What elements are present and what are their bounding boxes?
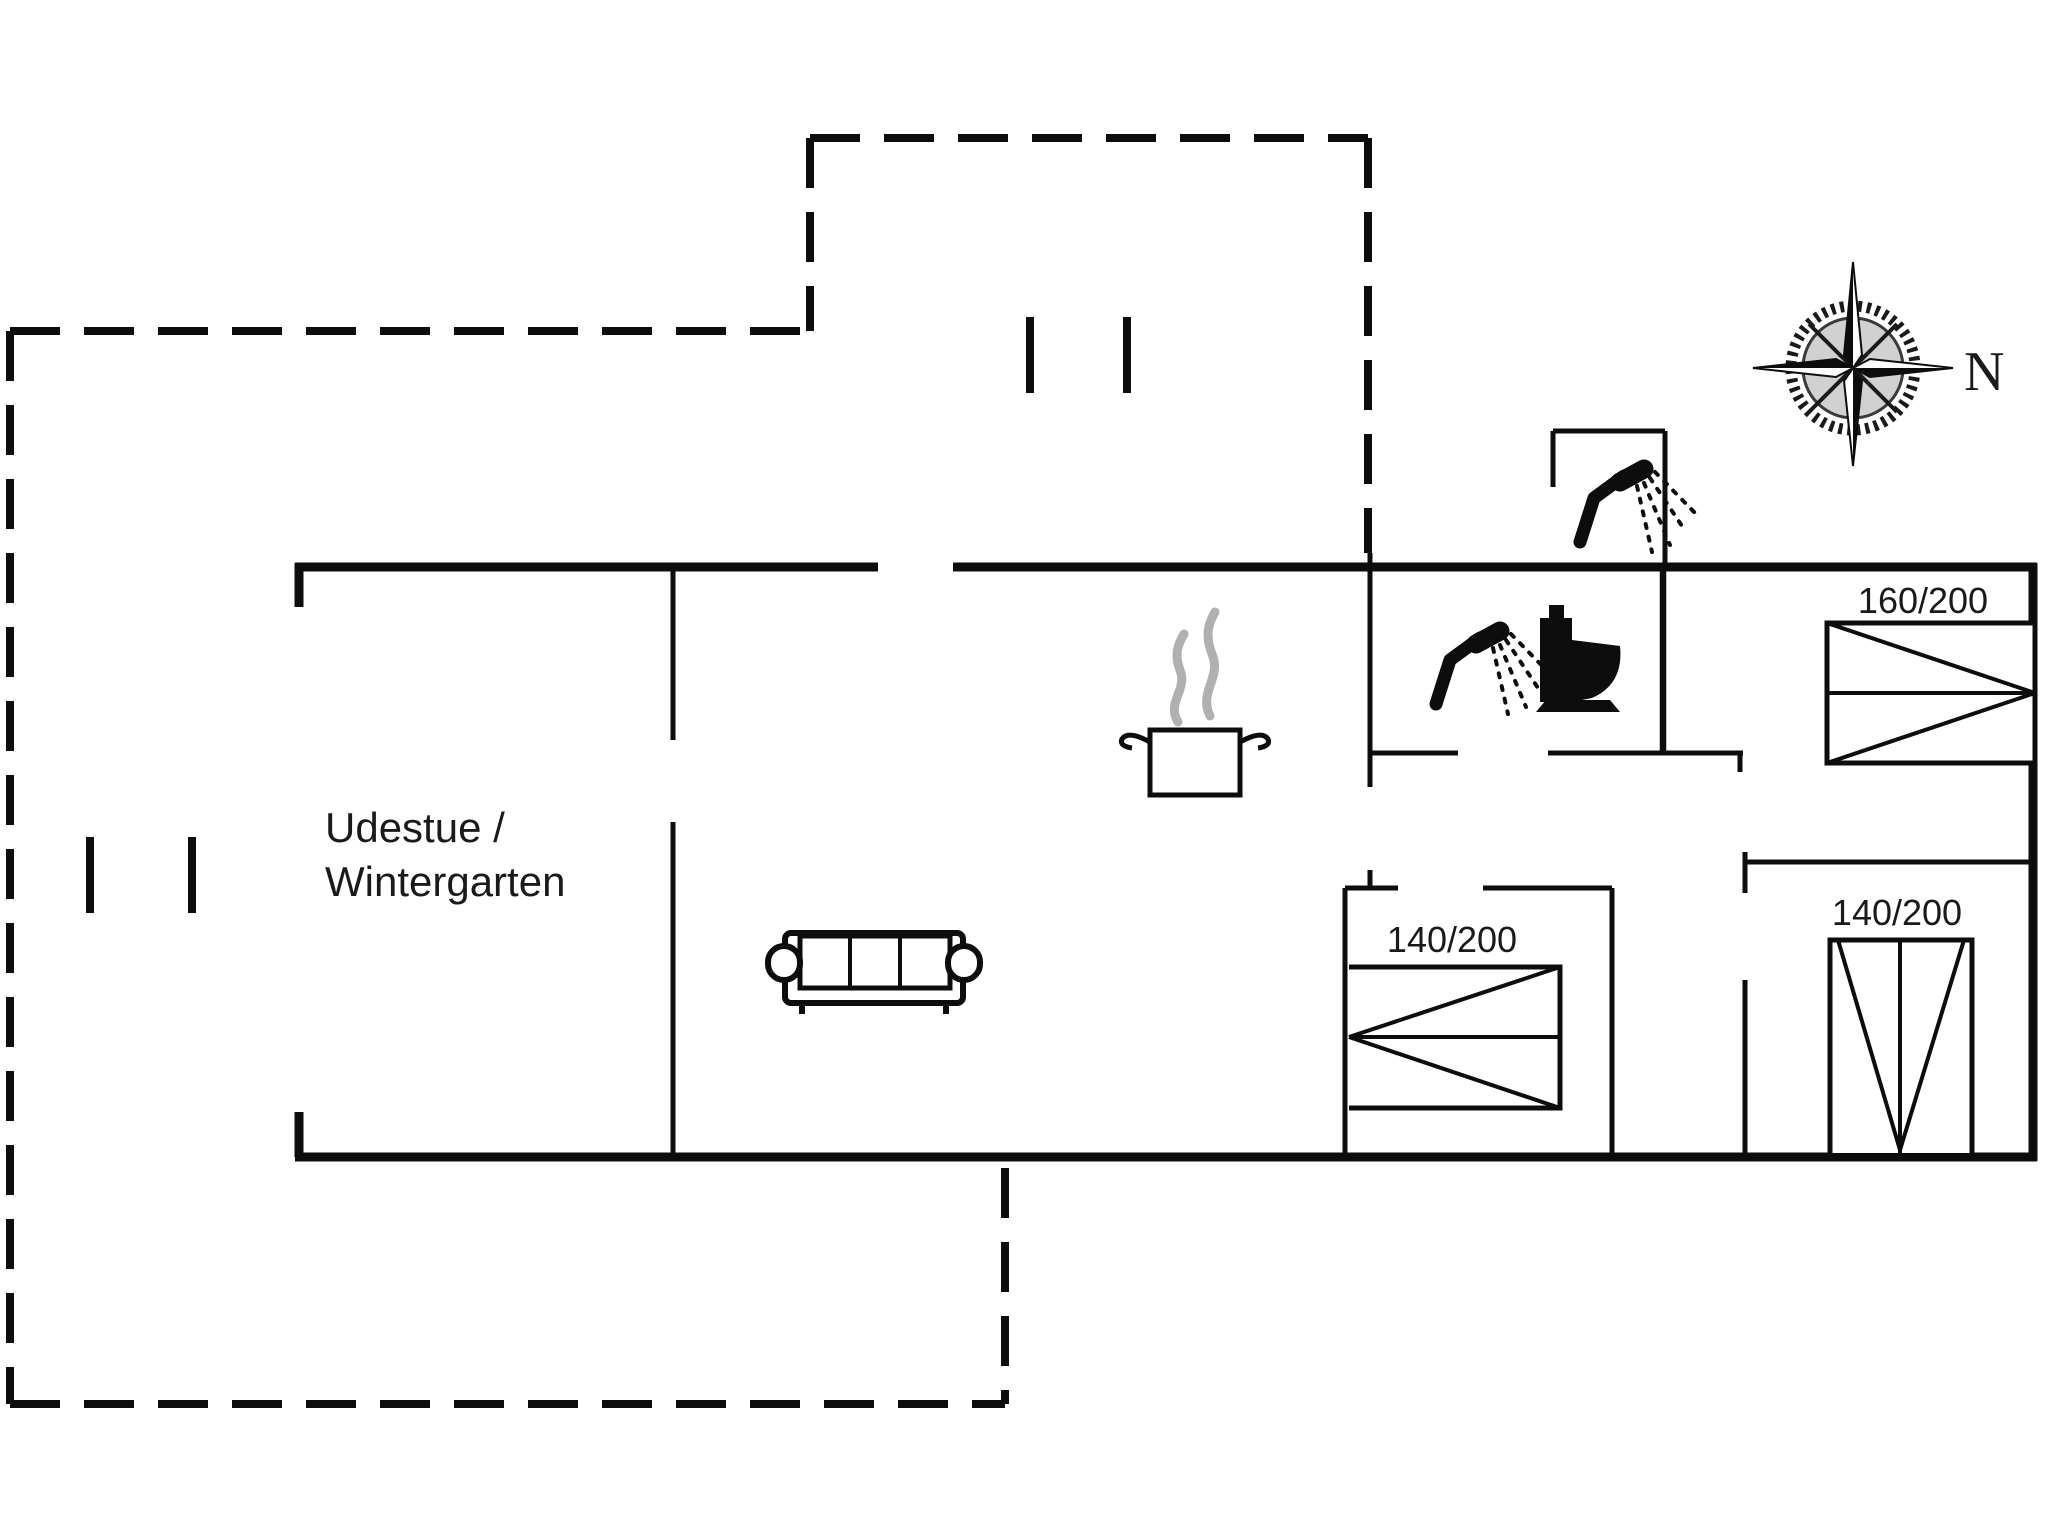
bed-size-label: 160/200 bbox=[1858, 580, 1988, 621]
bed-diagonal bbox=[1836, 939, 1902, 1151]
toilet-icon bbox=[1536, 605, 1621, 712]
shower-spray bbox=[1504, 638, 1544, 696]
toilet-tank-cap bbox=[1549, 605, 1564, 618]
bed-diagonal bbox=[1348, 965, 1561, 1039]
toilet-bowl bbox=[1572, 640, 1621, 702]
shower-icon bbox=[1429, 621, 1555, 716]
sofa-armrest bbox=[765, 943, 803, 983]
bedroom-bottom-right: 140/200 bbox=[1827, 892, 1975, 1153]
shower-head bbox=[1610, 459, 1654, 492]
bed-size-label: 140/200 bbox=[1832, 892, 1962, 933]
compass-rose: N bbox=[1752, 261, 2004, 467]
sofa bbox=[765, 930, 983, 1014]
bed-diagonal bbox=[1348, 1035, 1561, 1110]
terrace-outline bbox=[6, 134, 1372, 1408]
sofa-back-cushions bbox=[797, 933, 953, 991]
shower-icon bbox=[1573, 459, 1699, 554]
opening-ticks bbox=[86, 317, 1131, 913]
steam-wisp bbox=[1169, 629, 1189, 727]
sunroom-label-line1: Udestue / bbox=[325, 804, 505, 851]
steam-wisp bbox=[1202, 607, 1220, 721]
shower-spray bbox=[1498, 643, 1528, 709]
compass-north-spike bbox=[1842, 261, 1864, 370]
compass-north-label: N bbox=[1964, 341, 2004, 403]
shower-spray bbox=[1491, 646, 1510, 716]
sunroom: Udestue / Wintergarten bbox=[325, 804, 565, 905]
compass-south-spike bbox=[1842, 366, 1864, 467]
pot-body bbox=[1147, 727, 1243, 798]
bedroom-top-right: 160/200 bbox=[1824, 580, 2038, 766]
shower-spray bbox=[1653, 470, 1699, 517]
sofa-armrest bbox=[945, 943, 983, 983]
shower-spray bbox=[1635, 484, 1654, 554]
steam-icon bbox=[1169, 607, 1220, 727]
double-bed-symbol bbox=[1348, 964, 1563, 1111]
shower-head bbox=[1466, 621, 1510, 654]
cooking-pot-icon bbox=[1119, 727, 1271, 798]
shower-spray bbox=[1642, 481, 1672, 547]
kitchen bbox=[1119, 607, 1271, 798]
pot-handle bbox=[1119, 732, 1152, 751]
compass-east-spike bbox=[1850, 357, 1954, 379]
toilet-base bbox=[1536, 700, 1620, 712]
toilet-tank bbox=[1540, 618, 1572, 702]
bed-diagonal bbox=[1898, 939, 1966, 1151]
interior-walls bbox=[670, 428, 2033, 1157]
bedroom-middle: 140/200 bbox=[1348, 919, 1563, 1111]
bathroom bbox=[1429, 605, 1621, 716]
double-bed-symbol bbox=[1824, 620, 2038, 766]
double-bed-symbol bbox=[1827, 937, 1975, 1153]
pot-handle bbox=[1238, 732, 1271, 751]
sunroom-label-line2: Wintergarten bbox=[325, 858, 565, 905]
bed-diagonal bbox=[1826, 691, 2036, 765]
bed-size-label: 140/200 bbox=[1387, 919, 1517, 960]
shower-spray bbox=[1648, 476, 1688, 534]
bed-diagonal bbox=[1826, 621, 2036, 695]
compass-west-spike bbox=[1752, 357, 1856, 379]
